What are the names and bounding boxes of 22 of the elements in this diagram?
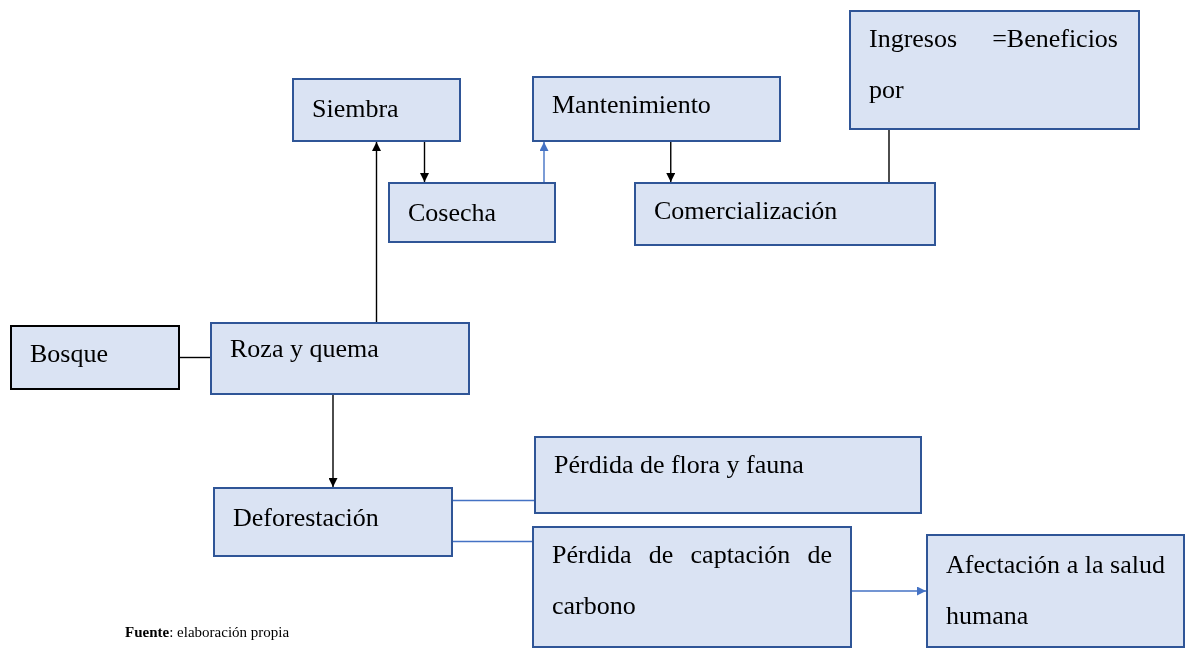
process-box: Roza y quema — [210, 322, 470, 395]
process-box: Afectación a la salud humana — [926, 534, 1185, 648]
process-box: Cosecha — [388, 182, 556, 243]
connector-line — [888, 129, 890, 183]
process-box: Comercialización — [634, 182, 936, 246]
arrow — [328, 394, 338, 488]
process-box: Pérdida de flora y fauna — [534, 436, 922, 514]
connector-line — [452, 499, 535, 502]
arrow — [420, 141, 429, 183]
process-box: Siembra — [292, 78, 461, 142]
process-box: Bosque — [10, 325, 180, 390]
connector-line — [452, 540, 533, 543]
arrow — [851, 586, 927, 596]
process-box: Deforestación — [213, 487, 453, 557]
arrow — [666, 141, 676, 183]
arrow — [539, 141, 549, 183]
arrow — [372, 141, 381, 323]
connector-line — [179, 356, 211, 359]
process-box: Ingresos =Beneficios por — [849, 10, 1140, 130]
process-box: Mantenimiento — [532, 76, 781, 142]
process-box: Pérdida de captación de carbono — [532, 526, 852, 648]
source-note: Fuente: elaboración propia — [125, 624, 290, 641]
